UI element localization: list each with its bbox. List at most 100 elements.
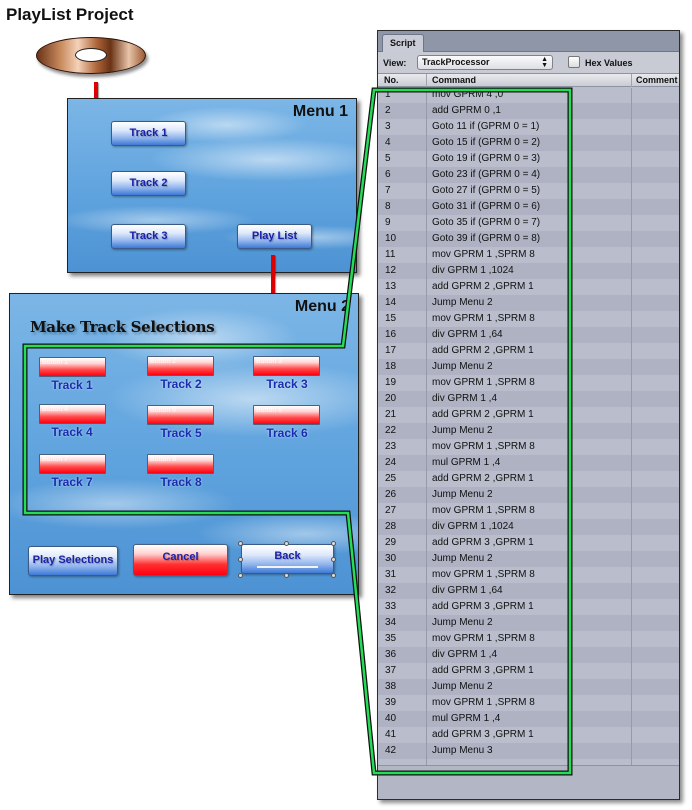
track-select-button-4[interactable]: Button 4 [39,404,106,424]
selection-handle[interactable] [238,557,243,562]
back-button[interactable]: Back [241,544,334,574]
command-row[interactable]: 3 Goto 11 if (GPRM 0 = 1) [378,119,679,135]
track-select-button-3[interactable]: Button 3 [253,356,320,376]
row-command: Goto 11 if (GPRM 0 = 1) [432,121,540,132]
view-select[interactable]: TrackProcessor ▲▼ [417,55,553,70]
menu1-track1-button[interactable]: Track 1 [111,121,186,146]
row-number: 40 [385,713,397,724]
menu1-track2-button[interactable]: Track 2 [111,171,186,196]
track-label-2: Track 2 [160,377,202,391]
row-command: Goto 39 if (GPRM 0 = 8) [432,233,541,244]
column-header-comment[interactable]: Comment [636,75,678,85]
track-select-button-6[interactable]: Button 6 [253,405,320,425]
track-select-button-1[interactable]: Button 1 [39,357,106,377]
track-select-button-8[interactable]: Button 8 [147,454,214,474]
row-command: mov GPRM 1 ,SPRM 8 [432,249,535,260]
selection-handle[interactable] [331,573,336,578]
row-command: div GPRM 1 ,64 [432,329,503,340]
column-header-command[interactable]: Command [432,75,477,85]
selection-handle[interactable] [238,541,243,546]
command-row[interactable]: 16 div GPRM 1 ,64 [378,327,679,343]
column-divider[interactable] [631,74,632,87]
row-number: 25 [385,473,397,484]
track-label-5: Track 5 [160,426,202,440]
project-title: PlayList Project [6,5,134,24]
dvd-disc-icon [36,37,146,74]
row-command: Jump Menu 2 [432,489,493,500]
selection-handle[interactable] [284,573,289,578]
row-number: 17 [385,345,397,356]
selection-handle[interactable] [284,541,289,546]
menu1-track3-button[interactable]: Track 3 [111,224,186,249]
row-command: mov GPRM 4 ,0 [432,89,504,100]
button-caption: Button 2 [150,358,177,365]
row-command: add GPRM 3 ,GPRM 1 [432,601,534,612]
track-label-8: Track 8 [160,475,202,489]
cancel-button[interactable]: Cancel [133,544,228,576]
row-command: Goto 31 if (GPRM 0 = 6) [432,201,541,212]
row-number: 20 [385,393,397,404]
track-select-button-7[interactable]: Button 7 [39,454,106,474]
row-number: 23 [385,441,397,452]
row-number: 16 [385,329,397,340]
row-number: 22 [385,425,397,436]
selection-handle[interactable] [331,541,336,546]
track-select-button-2[interactable]: Button 2 [147,356,214,376]
row-number: 3 [385,121,391,132]
selection-handle[interactable] [238,573,243,578]
row-number: 5 [385,153,391,164]
selection-handle[interactable] [331,557,336,562]
tab-script[interactable]: Script [382,34,424,52]
column-header-no[interactable]: No. [384,75,399,85]
row-command: Jump Menu 2 [432,297,493,308]
play-selections-button[interactable]: Play Selections [28,546,118,576]
track-select-button-5[interactable]: Button 5 [147,405,214,425]
row-number: 32 [385,585,397,596]
column-divider[interactable] [426,74,427,87]
menu1-playlist-button[interactable]: Play List [237,224,312,249]
hex-values-checkbox[interactable] [568,56,580,68]
row-command: add GPRM 3 ,GPRM 1 [432,537,534,548]
row-number: 18 [385,361,397,372]
